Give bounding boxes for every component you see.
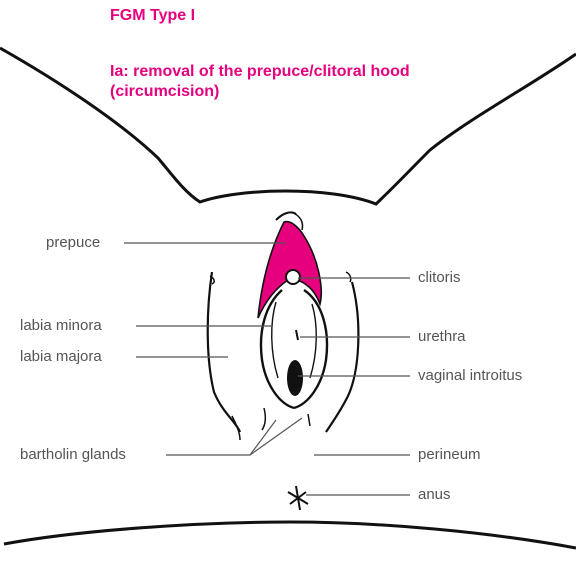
label-anus: anus — [418, 486, 451, 504]
label-labia-majora: labia majora — [20, 348, 102, 366]
label-labia-minora: labia minora — [20, 317, 102, 335]
label-prepuce: prepuce — [46, 234, 100, 252]
label-urethra: urethra — [418, 328, 466, 346]
upper-contour — [0, 48, 576, 204]
label-perineum: perineum — [418, 446, 481, 464]
label-vaginal-introitus: vaginal introitus — [418, 367, 522, 385]
labia-minora-left — [261, 290, 294, 408]
labia-majora-left — [208, 272, 240, 432]
anus-mark — [288, 486, 308, 510]
label-bartholin-glands: bartholin glands — [20, 446, 126, 464]
labia-majora-right — [326, 282, 358, 432]
lower-contour — [4, 522, 576, 548]
label-clitoris: clitoris — [418, 269, 461, 287]
clitoris-glans — [286, 270, 300, 284]
urethra — [296, 330, 298, 340]
vaginal-introitus — [287, 360, 303, 396]
